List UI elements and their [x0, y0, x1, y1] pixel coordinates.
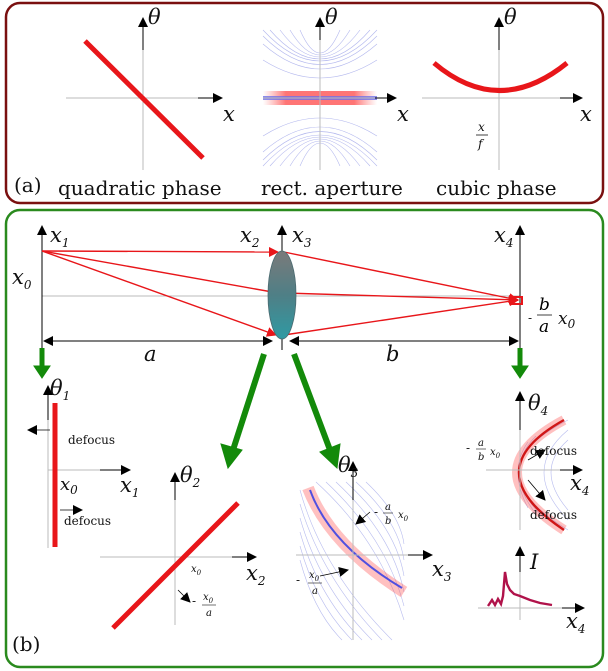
axis-x-label: x — [223, 102, 235, 126]
parabola-curve — [517, 418, 565, 531]
plane-x2-label: x2 — [240, 223, 259, 250]
axis-theta-label: θ — [504, 5, 517, 29]
defocus-label: defocus — [530, 444, 577, 458]
axis-theta-label: θ — [148, 5, 161, 29]
axis-theta-label: θ — [325, 5, 338, 29]
axis-x3-label: x3 — [432, 557, 452, 584]
image-point — [511, 296, 523, 305]
frac-a: a — [385, 502, 391, 513]
image-frac-b: b — [539, 295, 550, 315]
panel-b-label: (b) — [12, 632, 40, 656]
x0-label: x0 — [60, 474, 78, 497]
rays — [41, 246, 519, 337]
frac-f: f — [477, 137, 485, 151]
rect-aperture-plot: x θ — [262, 5, 409, 170]
frac-b: b — [478, 452, 484, 463]
image-sign: - — [528, 311, 532, 325]
frac-x0: x0 — [309, 570, 320, 583]
tick-x0: x0 — [191, 564, 202, 577]
theta3-label: θ3 — [338, 453, 359, 480]
minus-sign: - — [466, 441, 470, 455]
axis-x-label: x — [580, 102, 592, 126]
phase-line-2 — [111, 501, 240, 630]
cubic-phase-curve — [432, 61, 569, 93]
axis-x4-label: x4 — [566, 609, 585, 636]
defocus-label: defocus — [530, 508, 577, 522]
theta1-label: θ1 — [50, 376, 70, 403]
panel-b-frame — [4, 208, 605, 669]
theta2-label: θ2 — [180, 463, 200, 490]
minus-sign: - — [374, 505, 378, 519]
distance-b: b — [386, 342, 399, 366]
x0-tick: x0 — [490, 447, 501, 460]
lens — [267, 250, 297, 340]
optical-system: x1 x2 x3 x4 x0 - b a x0 a b — [12, 223, 576, 366]
minus-sign: - — [296, 573, 300, 587]
phase-plot-1: defocus defocus θ1 x1 x0 — [27, 376, 139, 548]
panel-a-label: (a) — [14, 173, 42, 197]
intensity-label: I — [529, 550, 539, 574]
caption-cubic: cubic phase — [436, 176, 557, 200]
frac-a: a — [206, 608, 212, 619]
wigner-fringes-3 — [299, 481, 405, 641]
cubic-phase-plot: x θ x f — [422, 5, 592, 170]
green-arrow-2 — [220, 353, 267, 470]
frac-x0: x0 — [203, 592, 214, 605]
green-arrow-3 — [291, 352, 341, 470]
frac-x: x — [478, 120, 485, 134]
phase-plot-2: θ2 x2 x0 - x0 a — [100, 463, 265, 630]
intensity-curve — [487, 571, 553, 608]
caption-quadratic: quadratic phase — [58, 176, 222, 200]
axis-x1-label: x1 — [120, 473, 139, 500]
plane-x4-label: x4 — [494, 223, 513, 250]
cubic-curve — [309, 489, 403, 589]
axis-x-label: x — [397, 102, 409, 126]
caption-rect: rect. aperture — [261, 176, 403, 200]
quadratic-phase-line — [83, 39, 205, 160]
frac-b: b — [385, 516, 391, 527]
plane-x1-label: x1 — [50, 223, 69, 250]
image-frac-a: a — [539, 317, 549, 337]
green-arrow-4 — [511, 348, 529, 379]
theta4-label: θ4 — [528, 391, 548, 418]
minus-sign: - — [192, 594, 196, 608]
defocus-label: defocus — [68, 433, 115, 447]
quadratic-phase-plot: x θ — [66, 5, 235, 170]
phase-plot-4: θ4 x4 defocus defocus - a b x0 — [466, 391, 589, 535]
axis-x4-label: x4 — [570, 471, 589, 498]
axis-x2-label: x2 — [246, 561, 265, 588]
frac-a: a — [312, 586, 318, 597]
defocus-label: defocus — [64, 514, 111, 528]
x0-tick: x0 — [398, 510, 409, 523]
phase-plot-3: θ3 x3 - a b x0 - x0 a — [296, 453, 452, 641]
green-arrows — [33, 348, 529, 470]
source-x0-label: x0 — [12, 265, 32, 292]
intensity-plot: I x4 — [478, 546, 585, 636]
green-arrow-1 — [33, 348, 51, 379]
plane-x3-label: x3 — [292, 223, 312, 250]
frac-a: a — [478, 438, 484, 449]
panel-a-frame — [4, 1, 605, 205]
distance-a: a — [144, 342, 157, 366]
image-x0: x0 — [558, 309, 576, 331]
